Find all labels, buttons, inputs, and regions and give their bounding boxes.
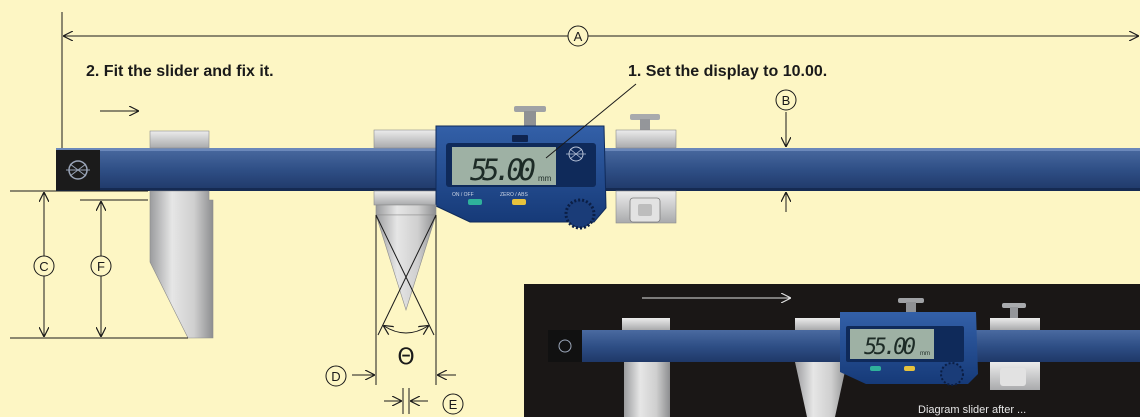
dimension-a: A xyxy=(61,12,1138,148)
on-off-label: ON / OFF xyxy=(452,192,474,198)
dimension-e: E xyxy=(384,388,464,415)
dimension-theta: Θ xyxy=(375,214,437,385)
fixed-jaw xyxy=(149,130,214,339)
on-off-button xyxy=(468,199,482,205)
inset-photo: 55.00 mm xyxy=(524,284,1140,417)
inset-caption: Diagram slider after ... xyxy=(918,404,1027,416)
display-leader-line xyxy=(545,83,637,159)
dimension-c: C xyxy=(10,190,188,339)
display-reading: 55.00 xyxy=(470,153,536,187)
zero-abs-button xyxy=(512,199,526,205)
slider-assembly: 55.00 mm ON / OFF ZERO / ABS xyxy=(373,106,607,230)
inset-display-reading: 55.00 xyxy=(864,335,916,360)
label-e: E xyxy=(449,397,458,412)
lcd-screen xyxy=(452,147,556,185)
label-b: B xyxy=(782,93,791,108)
display-unit: mm xyxy=(538,174,552,183)
dimension-b: B xyxy=(775,89,797,212)
step-set-display: 1. Set the display to 10.00. xyxy=(628,63,828,80)
label-d: D xyxy=(331,369,340,384)
lock-slider xyxy=(615,114,677,224)
dimension-f: F xyxy=(80,199,148,336)
step-fit-slider: 2. Fit the slider and fix it. xyxy=(86,63,274,80)
label-theta: Θ xyxy=(397,345,414,370)
conical-point xyxy=(375,204,437,311)
inset-display-unit: mm xyxy=(920,351,930,357)
label-f: F xyxy=(97,259,105,274)
label-c: C xyxy=(39,259,48,274)
label-a: A xyxy=(574,29,583,44)
dimension-d: D xyxy=(325,365,456,387)
zero-abs-label: ZERO / ABS xyxy=(500,192,528,198)
